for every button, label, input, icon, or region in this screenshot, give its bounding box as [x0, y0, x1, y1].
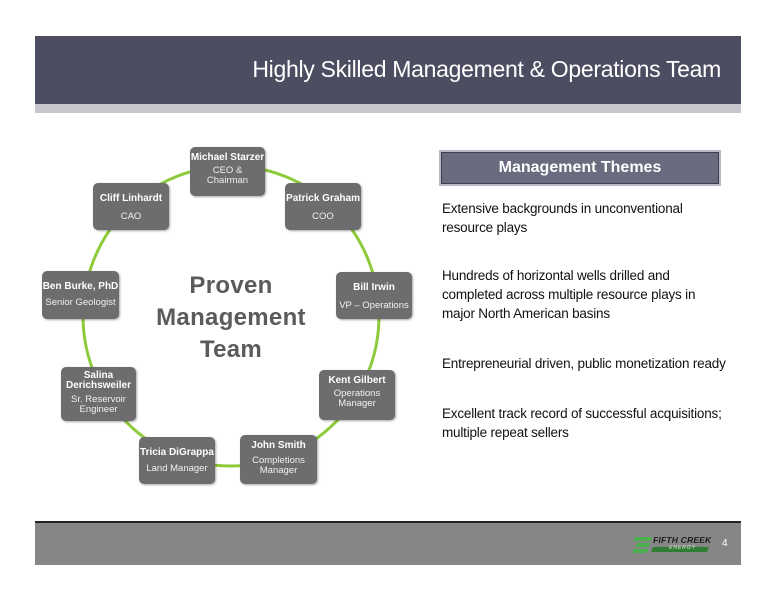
member-role: COO	[312, 211, 334, 222]
theme-item-4: Excellent track record of successful acq…	[442, 406, 722, 440]
header-band: Highly Skilled Management & Operations T…	[35, 36, 741, 104]
center-line-3: Team	[199, 336, 263, 363]
member-role: CEO & Chairman	[206, 165, 249, 186]
member-role: Land Manager	[146, 463, 208, 474]
member-role: CAO	[120, 211, 142, 222]
member-name: John Smith	[251, 440, 306, 451]
member-name: Michael Starzer	[190, 152, 265, 163]
footer-band	[35, 523, 741, 565]
proven-management-team-label: Proven Management Team	[140, 270, 322, 366]
logo-text: FIFTH CREEK	[653, 535, 712, 545]
member-name: Tricia DiGrappa	[140, 447, 214, 458]
member-name: Bill Irwin	[353, 282, 395, 293]
member-name: Ben Burke, PhD	[42, 281, 119, 292]
member-role: Completions Manager	[252, 455, 305, 476]
logo-swoosh-icon	[633, 537, 709, 553]
member-name: Kent Gilbert	[328, 375, 386, 386]
team-member-michael-starzer: Michael Starzer CEO & Chairman	[190, 147, 265, 196]
team-member-john-smith: John Smith Completions Manager	[240, 435, 317, 484]
team-member-ben-burke: Ben Burke, PhD Senior Geologist	[42, 271, 119, 319]
team-member-cliff-linhardt: Cliff Linhardt CAO	[93, 183, 169, 230]
page-number: 4	[722, 538, 728, 549]
member-name: Salina Derichsweiler	[65, 370, 132, 391]
management-themes-title: Management Themes	[498, 159, 662, 176]
footer-rule	[35, 521, 741, 523]
center-line-1: Proven	[189, 272, 273, 299]
member-name: Patrick Graham	[286, 193, 360, 204]
header-underline	[35, 104, 741, 113]
member-role: VP – Operations	[339, 300, 409, 311]
team-member-patrick-graham: Patrick Graham COO	[285, 183, 361, 230]
company-logo: FIFTH CREEK ENERGY	[633, 534, 711, 556]
theme-item-1: Extensive backgrounds in unconventional …	[442, 201, 683, 235]
team-member-tricia-digrappa: Tricia DiGrappa Land Manager	[139, 437, 215, 484]
theme-item-3: Entrepreneurial driven, public monetizat…	[442, 356, 726, 371]
member-role: Senior Geologist	[45, 297, 116, 308]
team-member-kent-gilbert: Kent Gilbert Operations Manager	[319, 370, 395, 420]
center-line-2: Management	[156, 304, 306, 331]
member-role: Operations Manager	[333, 388, 381, 409]
member-name: Cliff Linhardt	[99, 193, 163, 204]
team-member-salina-derichsweiler: Salina Derichsweiler Sr. Reservoir Engin…	[61, 367, 136, 421]
theme-item-2: Hundreds of horizontal wells drilled and…	[442, 268, 696, 321]
logo-subtext: ENERGY	[669, 545, 697, 551]
management-themes-header: Management Themes	[441, 152, 719, 184]
member-role: Sr. Reservoir Engineer	[71, 394, 126, 415]
page-title: Highly Skilled Management & Operations T…	[252, 56, 721, 82]
team-member-bill-irwin: Bill Irwin VP – Operations	[336, 272, 412, 319]
